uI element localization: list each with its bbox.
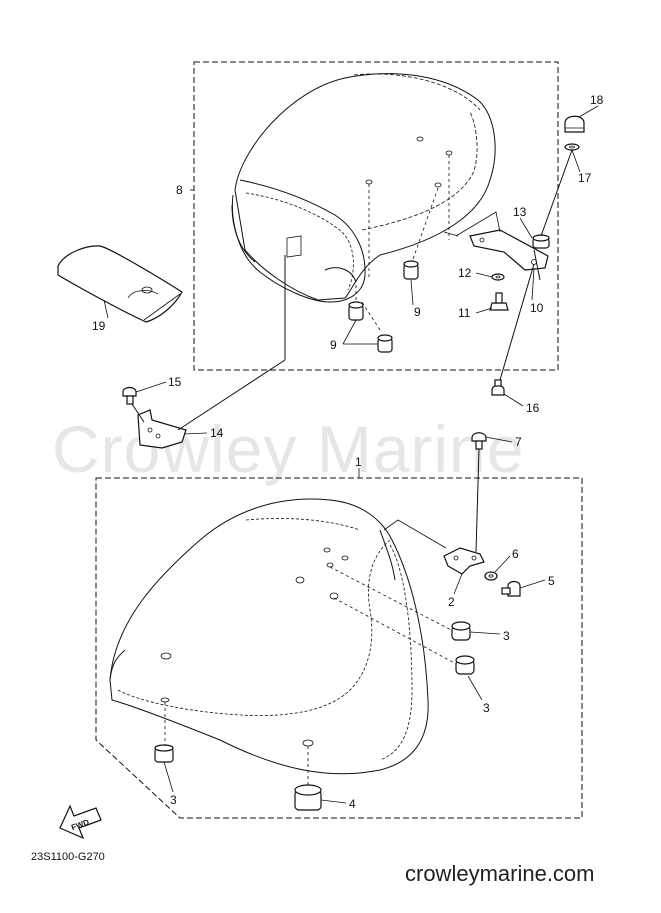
rider-seat-assembly [109,498,429,775]
callout-3-b: 3 [483,701,490,715]
callout-3-c: 3 [170,793,177,807]
callout-2: 2 [448,595,455,609]
callout-13: 13 [513,205,527,219]
callout-4: 4 [349,797,356,811]
watermark-text: Crowley Marine [52,412,524,486]
callout-16: 16 [526,401,540,415]
grommet-3-b [455,655,475,675]
callout-9-b: 9 [330,338,337,352]
passenger-seat-assembly [231,73,496,303]
washer-12 [491,273,505,281]
grommet-9-a [403,260,419,280]
callout-3-a: 3 [503,629,510,643]
bracket-14 [137,409,187,449]
bolt-5 [501,580,521,597]
callout-18: 18 [590,93,604,107]
callout-12: 12 [458,266,472,280]
bolt-15 [122,386,137,405]
callout-6: 6 [512,547,519,561]
group-box-8 [193,61,559,371]
washer-17 [564,143,580,151]
website-label: crowleymarine.com [405,861,595,886]
group-box-1 [95,477,583,819]
callout-8: 8 [176,183,183,197]
callout-19: 19 [92,319,106,333]
grommet-9-c [377,334,393,353]
bracket-2 [443,547,485,575]
forward-arrow-icon: FWD [59,804,102,840]
washer-6 [484,571,498,581]
grommet-3-c [154,744,174,763]
callout-14: 14 [210,426,224,440]
callout-9-a: 9 [414,305,421,319]
callout-15: 15 [168,375,182,389]
callout-10: 10 [530,301,544,315]
cap-nut-18 [564,115,585,133]
callout-11: 11 [458,306,471,320]
callout-5: 5 [548,574,555,588]
callout-17: 17 [578,171,592,185]
diagram-code: 23S1100-G270 [31,851,105,863]
grommet-3-a [451,621,471,641]
bolt-16 [491,379,505,396]
damper-13 [532,234,550,249]
callout-7: 7 [515,435,522,449]
grommet-9-b [348,301,364,321]
callout-1: 1 [355,455,362,469]
bolt-11 [489,292,509,311]
damper-4 [294,784,322,811]
seat-cover-19 [57,245,183,323]
